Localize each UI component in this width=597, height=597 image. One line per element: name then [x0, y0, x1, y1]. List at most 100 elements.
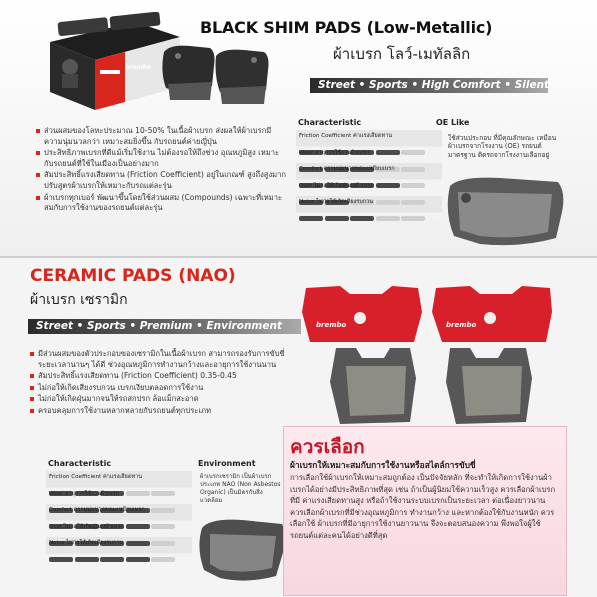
bullet-item: สัมประสิทธิ์แรงเสียดทาน (Friction Coeffi… — [36, 170, 286, 191]
bullet-item: มีส่วนผสมของตัวประกอบของเซรามิกในเนื้อผ้… — [30, 349, 298, 370]
characteristic-label: Comfort ความนุ่มนวลขณะเหยียบเบรก — [299, 166, 395, 172]
bullet-item: ประสิทธิภาพเบรกที่ดีแม้เริ่มใช้งาน ไม่ต้… — [36, 148, 286, 169]
rating-bar — [299, 140, 439, 159]
rating-bar — [49, 498, 189, 517]
characteristic-row: Wear อายุการใช้งานผ้าเบรก — [299, 149, 439, 172]
rating-segment — [49, 507, 73, 513]
rating-segment — [324, 216, 349, 221]
ceramic-title: CERAMIC PADS (NAO) — [30, 266, 236, 286]
rating-segment — [299, 216, 323, 221]
rating-segment — [350, 150, 374, 155]
rating-segment — [375, 166, 400, 172]
recommendation-subtitle: ผ้าเบรกให้เหมาะสมกับการใช้งานหรือสไตล์กา… — [290, 460, 476, 470]
rating-segment — [125, 524, 150, 529]
black-shim-tagline: Street • Sports • High Comfort • Silent — [310, 78, 549, 93]
rating-segment — [125, 507, 150, 513]
rating-segment — [151, 557, 175, 562]
rating-segment — [401, 150, 425, 155]
characteristic-label: Wear อายุการใช้งานผ้าเบรก — [49, 490, 119, 497]
oe-like-text: ใช้ส่วนประกอบ ที่มีคุณลักษณะ เหมือนผ้าเบ… — [448, 134, 557, 159]
rating-bar — [299, 173, 439, 192]
characteristic-panel-bottom: Friction Coefficient ค่าแรงเสียดทาน Wear … — [46, 471, 192, 562]
rating-bar — [299, 206, 439, 225]
rating-bar — [49, 514, 189, 533]
rating-bar — [49, 531, 189, 550]
rating-segment — [74, 507, 99, 513]
rating-segment — [299, 199, 323, 205]
rating-segment — [401, 166, 425, 172]
rating-segment — [49, 540, 73, 546]
characteristic-label: Dust ไม่ก่อให้เกิดฝุ่นผงผ้าเบรก — [49, 523, 124, 530]
recommendation-title: ควรเลือก — [290, 436, 365, 458]
rating-segment — [125, 557, 150, 562]
environment-pad-image — [199, 519, 285, 581]
environment-text: ผ้าเบรกเซรามิก เป็นผ้าเบรก ประเภท NAO (N… — [200, 473, 281, 504]
ceramic-tagline: Street • Sports • Premium • Environment — [28, 319, 301, 334]
rating-segment — [350, 216, 374, 221]
rating-segment — [100, 524, 124, 529]
characteristic-row: Friction Coefficient ค่าแรงเสียดทาน — [49, 474, 189, 496]
rating-segment — [401, 183, 425, 188]
bullet-item: ไม่ก่อให้เกิดฝุ่นมากจนให้รถสกปรก ล้อแม็ก… — [30, 394, 298, 405]
characteristic-label: Noise ไม่ก่อให้เกิดเสียงรบกวน — [49, 540, 124, 546]
characteristic-label: Friction Coefficient ค่าแรงเสียดทาน — [49, 474, 143, 480]
rating-segment — [74, 557, 99, 562]
characteristic-row: Friction Coefficient ค่าแรงเสียดทาน — [299, 133, 439, 155]
characteristic-label: Dust ไม่ก่อให้เกิดฝุ่นผงผ้าเบรก — [299, 182, 374, 189]
rating-bar — [49, 481, 189, 500]
rating-segment — [299, 183, 323, 188]
characteristic-row: Comfort ความนุ่มนวลขณะเหยียบเบรก — [49, 507, 189, 529]
rating-bar — [299, 190, 439, 209]
rating-segment — [74, 524, 99, 529]
box-brand-label: brembo — [125, 64, 151, 71]
rating-segment — [324, 183, 349, 188]
rating-segment — [151, 491, 175, 496]
characteristic-heading-bottom: Characteristic — [48, 459, 112, 468]
recommendation-box — [283, 426, 567, 596]
bullet-item: ผ้าเบรกทุกเบอร์ พัฒนาขึ้นโดยใช้ส่วนผสม (… — [36, 193, 286, 214]
environment-heading: Environment — [198, 459, 256, 468]
rating-segment — [151, 540, 175, 546]
rating-segment — [100, 491, 124, 496]
rating-segment — [324, 150, 349, 155]
rating-segment — [350, 166, 374, 172]
rating-segment — [125, 540, 150, 546]
rating-segment — [401, 199, 425, 205]
bullet-item: ไม่ก่อให้เกิดเสียงรบกวน เบรกเงียบตลอดการ… — [30, 383, 298, 394]
characteristic-row: Wear อายุการใช้งานผ้าเบรก — [49, 490, 189, 513]
rating-segment — [100, 557, 124, 562]
oe-pad-image — [447, 177, 564, 246]
rating-segment — [125, 491, 150, 496]
black-pads-image — [162, 45, 269, 104]
bullet-item: สัมประสิทธิ์แรงเสียดทาน (Friction Coeffi… — [30, 371, 298, 382]
black-shim-title: BLACK SHIM PADS (Low-Metallic) — [200, 18, 493, 37]
rating-segment — [74, 540, 99, 546]
characteristic-label: Wear อายุการใช้งานผ้าเบรก — [299, 149, 369, 156]
characteristic-label: Comfort ความนุ่มนวลขณะเหยียบเบรก — [49, 507, 145, 513]
characteristic-panel-top: Friction Coefficient ค่าแรงเสียดทาน Wear … — [296, 130, 442, 221]
bullet-item: ครอบคลุมการใช้งานหลากหลายกับรถยนต์ทุกประ… — [30, 406, 298, 417]
ceramic-bullets: มีส่วนผสมของตัวประกอบของเซรามิกในเนื้อผ้… — [30, 349, 298, 418]
rating-segment — [100, 507, 124, 513]
characteristic-row: Dust ไม่ก่อให้เกิดฝุ่นผงผ้าเบรก — [299, 182, 439, 205]
rating-segment — [375, 183, 400, 188]
ceramic-pads-image — [302, 286, 552, 424]
rating-segment — [350, 199, 374, 205]
characteristic-heading-top: Characteristic — [298, 118, 362, 127]
rating-segment — [74, 491, 99, 496]
rating-segment — [49, 557, 73, 562]
rating-segment — [324, 166, 349, 172]
brake-pad-box-image — [50, 12, 180, 110]
rating-segment — [324, 199, 349, 205]
characteristic-row: Noise ไม่ก่อให้เกิดเสียงรบกวน — [299, 199, 439, 221]
bullet-item: ส่วนผสมของโลหะประมาณ 10-50% ในเนื้อผ้าเบ… — [36, 126, 286, 147]
rating-segment — [100, 540, 124, 546]
ceramic-brand-label-left: brembo — [316, 321, 347, 329]
characteristic-row: Noise ไม่ก่อให้เกิดเสียงรบกวน — [49, 540, 189, 562]
black-shim-thai-subtitle: ผ้าเบรก โลว์-เมทัลลิก — [333, 45, 471, 63]
characteristic-label: Friction Coefficient ค่าแรงเสียดทาน — [299, 133, 393, 139]
rating-segment — [299, 166, 323, 172]
rating-segment — [151, 507, 175, 513]
oe-like-heading: OE Like — [436, 118, 470, 127]
rating-segment — [375, 150, 400, 155]
